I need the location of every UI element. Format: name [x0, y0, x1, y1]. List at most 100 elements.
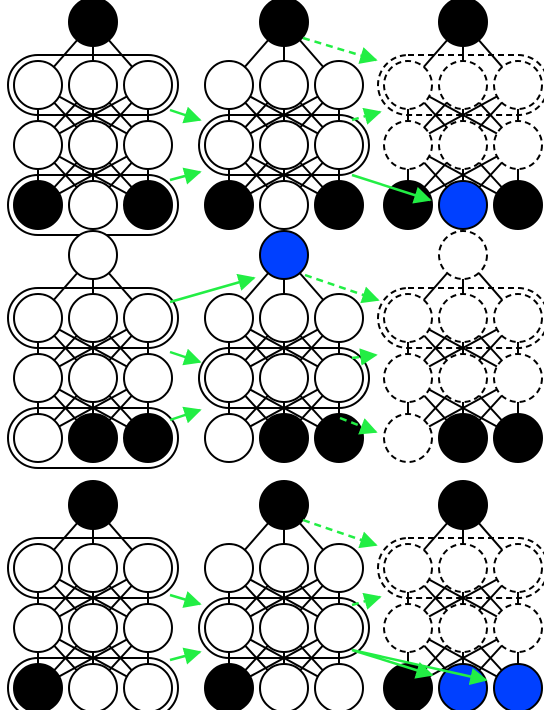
- nodes-layer: [13, 0, 543, 710]
- node-white: [493, 603, 543, 653]
- node-white: [314, 60, 364, 110]
- dashed-arrow: [351, 592, 382, 610]
- node-white: [383, 293, 433, 343]
- node-white: [314, 353, 364, 403]
- node-white: [259, 60, 309, 110]
- top-node-white: [438, 230, 488, 280]
- node-white: [204, 293, 254, 343]
- layer-group: [377, 287, 544, 349]
- groups-layer: [7, 54, 544, 710]
- arrows-layer: [169, 36, 488, 686]
- arrow: [169, 406, 202, 424]
- top-node-black: [438, 480, 488, 530]
- node-white: [13, 120, 63, 170]
- node-white: [68, 180, 118, 230]
- arrow: [169, 647, 202, 665]
- top-node-blue: [259, 230, 309, 280]
- arrow: [351, 173, 432, 204]
- node-white: [204, 543, 254, 593]
- layer-group: [198, 347, 370, 409]
- dashed-arrow: [302, 518, 378, 549]
- node-white: [123, 603, 173, 653]
- node-black: [68, 413, 118, 463]
- node-white: [68, 120, 118, 170]
- node-white: [259, 180, 309, 230]
- node-black: [204, 663, 254, 710]
- node-white: [438, 293, 488, 343]
- dashed-arrow: [339, 416, 378, 435]
- node-black: [204, 180, 254, 230]
- node-white: [383, 60, 433, 110]
- node-white: [259, 353, 309, 403]
- dashed-arrow: [351, 348, 378, 366]
- node-white: [438, 603, 488, 653]
- top-node-white: [68, 230, 118, 280]
- top-node-black: [438, 0, 488, 47]
- top-node-black: [259, 480, 309, 530]
- arrow: [169, 591, 202, 608]
- node-white: [68, 353, 118, 403]
- node-white: [383, 413, 433, 463]
- node-white: [204, 120, 254, 170]
- top-node-black: [259, 0, 309, 47]
- node-black: [314, 413, 364, 463]
- node-blue: [493, 663, 543, 710]
- node-white: [204, 60, 254, 110]
- node-white: [123, 663, 173, 710]
- node-black: [314, 180, 364, 230]
- node-white: [68, 543, 118, 593]
- node-black: [123, 413, 173, 463]
- node-white: [438, 353, 488, 403]
- dashed-arrow: [351, 107, 382, 125]
- node-white: [314, 293, 364, 343]
- node-white: [493, 543, 543, 593]
- node-white: [204, 353, 254, 403]
- node-black: [13, 180, 63, 230]
- node-white: [68, 60, 118, 110]
- node-white: [123, 293, 173, 343]
- node-black: [123, 180, 173, 230]
- layer-group: [7, 407, 179, 469]
- node-white: [13, 543, 63, 593]
- node-white: [13, 60, 63, 110]
- node-white: [493, 60, 543, 110]
- layer-group: [198, 114, 370, 176]
- node-black: [13, 663, 63, 710]
- node-white: [314, 120, 364, 170]
- arrow: [351, 648, 488, 686]
- arrow: [169, 273, 256, 304]
- node-white: [259, 663, 309, 710]
- node-white: [68, 293, 118, 343]
- node-black: [493, 180, 543, 230]
- top-node-black: [68, 480, 118, 530]
- node-white: [259, 293, 309, 343]
- node-black: [259, 413, 309, 463]
- dashed-arrow: [304, 273, 380, 304]
- node-white: [438, 60, 488, 110]
- node-white: [314, 543, 364, 593]
- node-white: [383, 120, 433, 170]
- node-white: [123, 120, 173, 170]
- node-white: [438, 543, 488, 593]
- node-black: [438, 413, 488, 463]
- node-white: [13, 413, 63, 463]
- layer-group: [7, 287, 179, 349]
- node-black: [383, 663, 433, 710]
- node-white: [383, 603, 433, 653]
- node-white: [13, 293, 63, 343]
- layer-group: [7, 54, 179, 116]
- node-white: [259, 603, 309, 653]
- layer-group: [377, 537, 544, 599]
- node-white: [438, 120, 488, 170]
- node-white: [204, 603, 254, 653]
- layer-group: [377, 54, 544, 116]
- node-white: [204, 413, 254, 463]
- layer-group: [7, 657, 179, 710]
- node-white: [68, 663, 118, 710]
- node-white: [68, 603, 118, 653]
- layer-group: [198, 597, 370, 659]
- node-white: [383, 353, 433, 403]
- layer-group: [7, 537, 179, 599]
- node-white: [13, 353, 63, 403]
- arrow: [169, 106, 202, 124]
